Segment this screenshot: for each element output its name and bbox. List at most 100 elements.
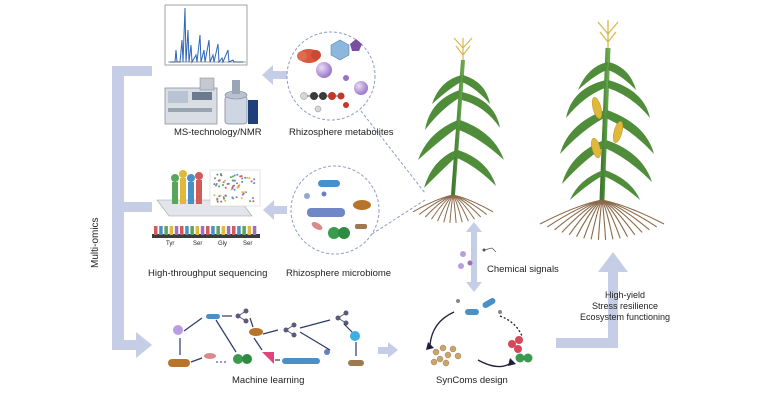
dna-base: [185, 226, 189, 235]
scatter-dot: [252, 200, 255, 203]
dna-base: [206, 226, 210, 235]
scatter-dot: [223, 197, 225, 200]
label-multi-omics: Multi-omics: [90, 217, 101, 268]
dashed-connectors: [360, 110, 426, 235]
scatter-dot: [239, 175, 242, 178]
scatter-dot: [224, 179, 227, 182]
scatter-dot: [216, 198, 219, 201]
scatter-dot: [237, 186, 240, 189]
dna-base: [237, 226, 241, 235]
scatter-dot: [241, 191, 244, 194]
chemical-signals-arrow: [466, 222, 482, 292]
signal-molecules-icon: [458, 247, 497, 269]
scatter-dot: [224, 194, 227, 197]
scatter-dot: [232, 179, 235, 182]
scatter-dot: [231, 175, 234, 178]
amino-acid-ser-1: Ser: [193, 241, 203, 247]
dna-sequence-strip: [152, 226, 260, 238]
scatter-dot: [230, 188, 233, 191]
scatter-dot: [248, 177, 251, 180]
scatter-dot: [222, 181, 225, 184]
label-syncoms-design: SynComs design: [436, 375, 508, 386]
dna-base: [159, 226, 163, 235]
scatter-dot: [233, 188, 236, 191]
rhizosphere-microbiome-circle: [290, 165, 380, 255]
dna-base: [164, 226, 168, 235]
rhizosphere-metabolites-circle: [286, 31, 376, 121]
scatter-dot: [240, 197, 243, 200]
amino-acid-tyr: Tyr: [166, 241, 175, 247]
scatter-dot: [224, 186, 227, 189]
scatter-dot: [233, 184, 236, 187]
maize-plant-small: [412, 37, 504, 223]
scatter-dot: [246, 176, 249, 179]
scatter-dot: [226, 183, 229, 185]
hexagon-molecule-icon: [330, 39, 350, 61]
label-rhizosphere-metabolites: Rhizosphere metabolites: [289, 127, 394, 138]
scatter-dot: [232, 197, 235, 200]
scatter-dot: [229, 176, 232, 179]
dna-base: [216, 226, 220, 235]
arrow-metabolites-to-ms: [262, 65, 287, 85]
scatter-dot: [235, 196, 238, 199]
dna-base: [252, 226, 257, 235]
dna-base: [242, 226, 246, 235]
dna-base: [169, 226, 174, 235]
dna-base: [226, 226, 231, 235]
scatter-dot: [218, 195, 221, 198]
dna-base: [247, 226, 252, 235]
label-ms-technology: MS-technology/NMR: [174, 127, 262, 138]
scatter-dot: [253, 182, 256, 185]
label-rhizosphere-microbiome: Rhizosphere microbiome: [286, 268, 392, 279]
dna-base: [211, 226, 215, 235]
scatter-dot: [218, 179, 221, 182]
dna-base: [174, 226, 179, 235]
machine-learning-network: [168, 308, 364, 367]
syncoms-cycle: [426, 298, 533, 368]
scatter-dot: [224, 199, 227, 202]
scatter-dot: [241, 177, 244, 180]
scatter-dot: [216, 173, 219, 176]
root-strand: [452, 194, 494, 213]
scatter-dot: [250, 180, 253, 183]
scatter-dot: [215, 184, 217, 187]
amino-acid-ser-2: Ser: [243, 241, 253, 247]
scatter-dot: [249, 200, 252, 203]
scatter-dot: [222, 184, 224, 186]
scatter-dot: [213, 194, 216, 197]
arrow-to-outcomes: [556, 252, 628, 348]
scatter-dot: [214, 177, 216, 180]
scatter-dot: [253, 178, 256, 181]
scatter-dot: [220, 200, 223, 203]
multi-omics-bracket: [112, 66, 152, 358]
scatter-dot: [233, 174, 236, 177]
outcome-stress-resilience: Stress resilience: [591, 301, 659, 311]
mass-spectrum-plot: [164, 4, 248, 66]
amino-acid-gly: Gly: [218, 241, 227, 247]
maize-plant-large: [539, 20, 665, 240]
scatter-dot: [242, 192, 245, 195]
dna-base: [190, 226, 194, 235]
scatter-dot: [241, 180, 244, 183]
dna-base: [232, 226, 236, 235]
scatter-dot: [244, 190, 247, 193]
scatter-dot: [231, 186, 234, 189]
scatter-dot: [244, 176, 247, 179]
scatter-dot: [215, 183, 218, 185]
dna-base: [180, 226, 184, 235]
ms-instrument-icon: [164, 77, 218, 125]
outcome-high-yield: High-yield: [604, 290, 646, 300]
scatter-dot: [222, 196, 225, 199]
label-machine-learning: Machine learning: [232, 375, 305, 386]
label-chemical-signals: Chemical signals: [487, 264, 559, 275]
scatter-dot: [219, 173, 222, 175]
outcomes-text: High-yield Stress resilience Ecosystem f…: [570, 290, 680, 323]
scatter-cluster-plot: [209, 169, 261, 207]
nmr-instrument-icon: [224, 80, 258, 125]
scatter-dot: [251, 197, 254, 200]
dna-base: [221, 226, 226, 235]
scatter-dot: [218, 185, 221, 188]
label-high-throughput-sequencing: High-throughput sequencing: [148, 268, 268, 279]
